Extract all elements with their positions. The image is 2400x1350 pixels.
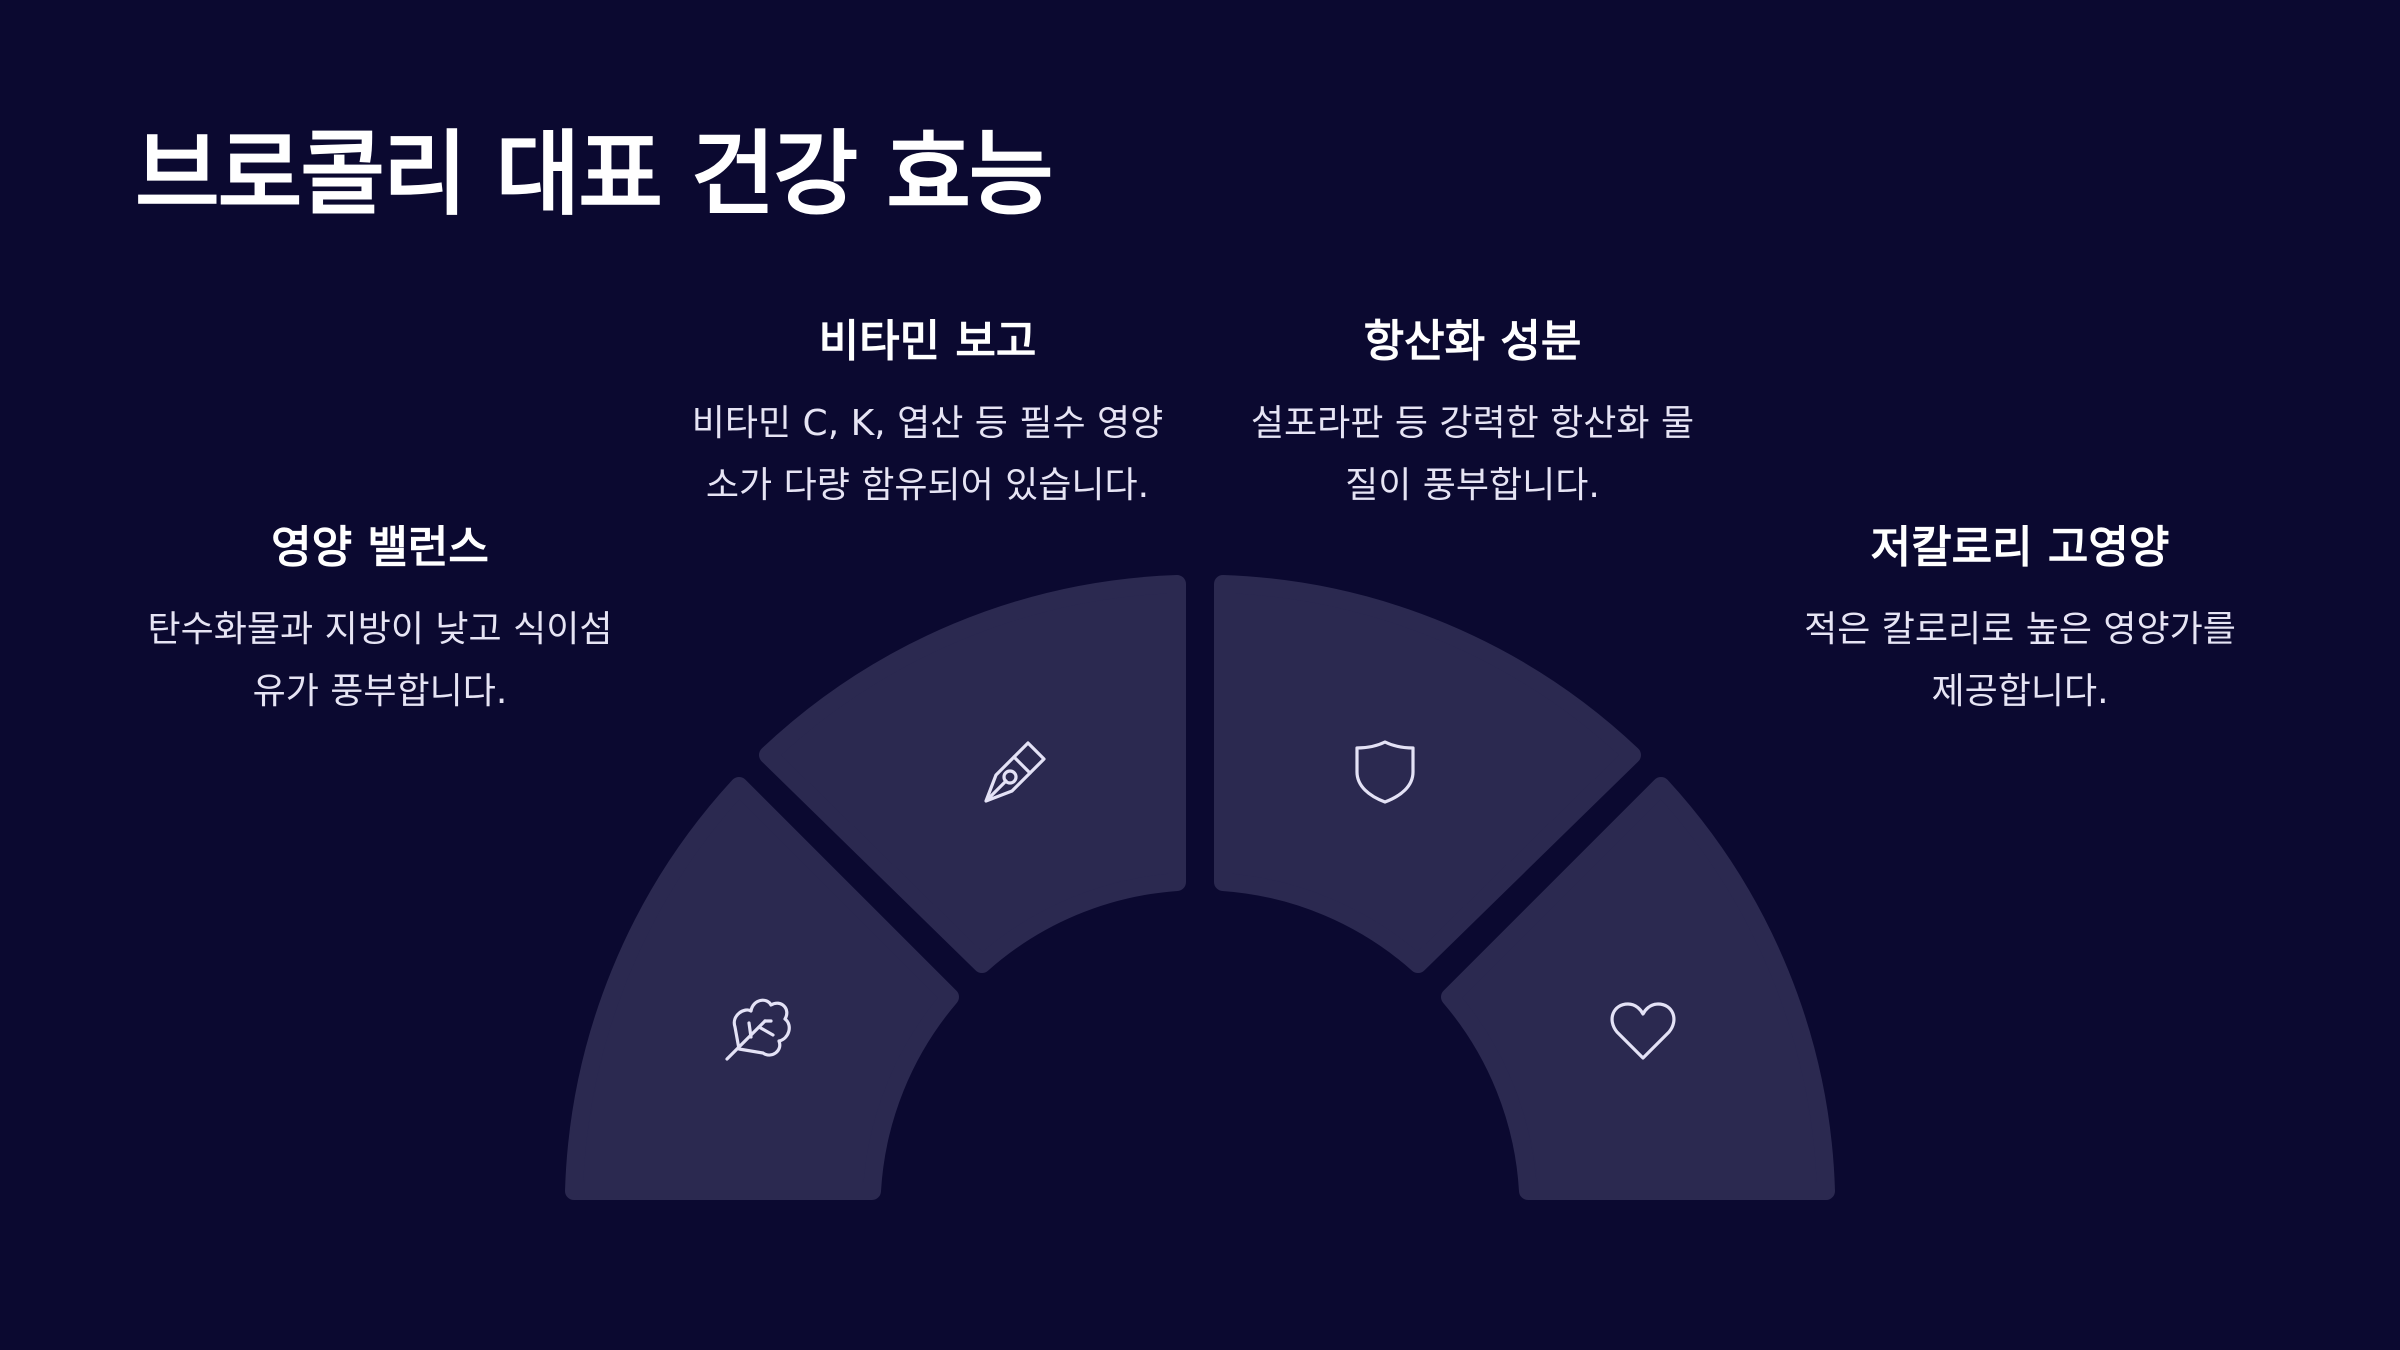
heart-icon bbox=[1610, 1002, 1676, 1060]
benefit-desc-line: 탄수화물과 지방이 낮고 식이섬 bbox=[147, 608, 613, 650]
benefit-vitamin-source: 비타민 보고 비타민 C, K, 엽산 등 필수 영양 소가 다량 함유되어 있… bbox=[640, 316, 1215, 517]
slide-title: 브로콜리 대표 건강 효능 bbox=[135, 121, 1053, 228]
leaf-icon bbox=[725, 998, 791, 1061]
shield-icon bbox=[1355, 740, 1415, 804]
benefit-description: 적은 칼로리로 높은 영양가를 제공합니다. bbox=[1740, 599, 2300, 723]
benefit-title: 영양 밸런스 bbox=[271, 522, 489, 573]
benefit-desc-line: 제공합니다. bbox=[1931, 670, 2109, 712]
benefit-low-calorie: 저칼로리 고영양 적은 칼로리로 높은 영양가를 제공합니다. bbox=[1740, 522, 2300, 723]
benefit-description: 비타민 C, K, 엽산 등 필수 영양 소가 다량 함유되어 있습니다. bbox=[640, 393, 1215, 517]
segment-antioxidant bbox=[1214, 575, 1641, 973]
benefit-desc-line: 적은 칼로리로 높은 영양가를 bbox=[1804, 608, 2236, 650]
benefit-desc-line: 질이 풍부합니다. bbox=[1345, 464, 1600, 506]
benefit-nutrition-balance: 영양 밸런스 탄수화물과 지방이 낮고 식이섬 유가 풍부합니다. bbox=[100, 522, 660, 723]
benefit-title: 저칼로리 고영양 bbox=[1870, 522, 2170, 573]
benefit-description: 탄수화물과 지방이 낮고 식이섬 유가 풍부합니다. bbox=[100, 599, 660, 723]
benefit-desc-line: 설포라판 등 강력한 항산화 물 bbox=[1250, 402, 1695, 444]
benefit-desc-line: 유가 풍부합니다. bbox=[252, 670, 508, 712]
segment-vitamin-source bbox=[759, 575, 1186, 973]
segment-nutrition-balance bbox=[565, 777, 959, 1200]
benefit-title: 비타민 보고 bbox=[818, 316, 1037, 367]
benefit-desc-line: 비타민 C, K, 엽산 등 필수 영양 bbox=[691, 402, 1164, 444]
benefit-description: 설포라판 등 강력한 항산화 물 질이 풍부합니다. bbox=[1200, 393, 1745, 517]
benefit-antioxidant: 항산화 성분 설포라판 등 강력한 항산화 물 질이 풍부합니다. bbox=[1200, 316, 1745, 517]
benefit-title: 항산화 성분 bbox=[1363, 316, 1582, 367]
benefit-desc-line: 소가 다량 함유되어 있습니다. bbox=[705, 464, 1150, 506]
segment-low-calorie bbox=[1441, 777, 1835, 1200]
pen-nib-icon bbox=[984, 741, 1046, 803]
